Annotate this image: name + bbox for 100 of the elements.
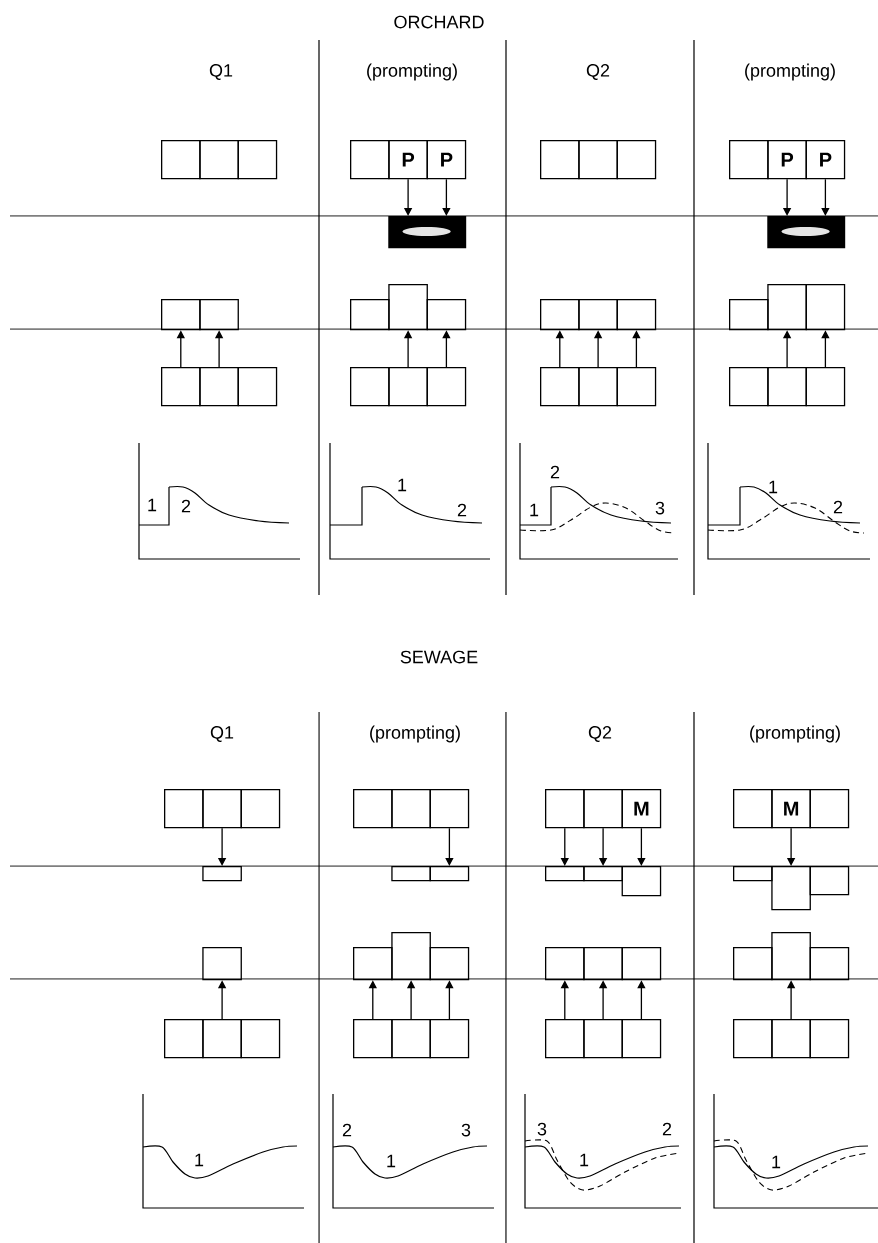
square-box (621, 947, 662, 981)
square-box (237, 367, 278, 407)
flat-box (545, 866, 585, 882)
square-box (429, 789, 470, 829)
square-box (583, 947, 623, 981)
square-box (350, 367, 390, 407)
square-box (733, 789, 773, 829)
filled-box (767, 216, 846, 249)
curve-number: 3 (655, 501, 665, 515)
square-box (161, 367, 201, 407)
square-box (161, 299, 201, 331)
flat-box (429, 866, 470, 882)
square-box (391, 932, 431, 981)
square-box (353, 789, 393, 829)
flat-box (202, 866, 242, 882)
curve-number: 1 (530, 503, 539, 517)
square-box (729, 367, 769, 407)
square-box (429, 947, 470, 981)
arrow (442, 178, 451, 216)
curve-number: 2 (342, 1123, 352, 1137)
square-box (578, 140, 618, 180)
square-box (621, 866, 662, 897)
square-box (545, 947, 585, 981)
square-box (805, 367, 846, 407)
square-box (809, 866, 850, 896)
flat-box (391, 866, 431, 882)
square-box (583, 1019, 623, 1059)
square-box (809, 947, 850, 981)
square-box (353, 1019, 393, 1059)
arrow (821, 178, 830, 216)
square-box (767, 367, 807, 407)
square-box (771, 932, 811, 981)
square-box (767, 284, 807, 331)
square-box (388, 284, 428, 331)
square-box (771, 1019, 811, 1059)
curve-number: 3 (537, 1122, 547, 1136)
curve-number: 3 (461, 1123, 471, 1137)
column-heading: Q1 (209, 64, 233, 80)
square-box: P (426, 140, 467, 180)
curve-number: 2 (181, 499, 191, 513)
square-box (199, 140, 239, 180)
square-box (350, 140, 390, 180)
section-title: SEWAGE (400, 650, 478, 664)
curve-number: 1 (148, 498, 157, 512)
arrow (637, 827, 646, 866)
curve-number: 1 (398, 478, 407, 492)
square-box (616, 140, 657, 180)
column-heading: (prompting) (370, 725, 460, 743)
curve-number: 2 (457, 503, 467, 517)
square-box: P (388, 140, 428, 180)
square-box (353, 947, 393, 981)
column-heading: Q2 (588, 726, 612, 742)
square-box (237, 140, 278, 180)
column-heading: (prompting) (745, 63, 835, 81)
square-box (616, 367, 657, 407)
curve-number: 1 (387, 1154, 396, 1168)
square-box (540, 299, 580, 331)
square-box (578, 299, 618, 331)
square-box (164, 1019, 204, 1059)
square-box (429, 1019, 470, 1059)
filled-box (388, 216, 467, 249)
curve-number: 1 (580, 1153, 589, 1167)
flat-box (583, 866, 623, 882)
curve-number: 1 (772, 1155, 781, 1169)
square-box (202, 1019, 242, 1059)
curve-number: 2 (550, 465, 560, 479)
square-box (733, 1019, 773, 1059)
square-box: P (767, 140, 807, 180)
column-heading: Q2 (586, 64, 610, 80)
curve-number: 2 (662, 1122, 672, 1136)
square-box (733, 947, 773, 981)
square-box (809, 1019, 850, 1059)
square-box (616, 299, 657, 331)
square-box (164, 789, 204, 829)
square-box (199, 367, 239, 407)
square-box (426, 367, 467, 407)
square-box (545, 789, 585, 829)
square-box: P (805, 140, 846, 180)
square-box (805, 284, 846, 331)
square-box: M (771, 789, 811, 829)
square-box (202, 947, 242, 981)
square-box (583, 789, 623, 829)
column-heading: (prompting) (367, 63, 457, 81)
square-box (729, 299, 769, 331)
square-box (540, 140, 580, 180)
square-box (199, 299, 239, 331)
square-box: M (621, 789, 662, 829)
square-box (578, 367, 618, 407)
square-box (545, 1019, 585, 1059)
curve-number: 1 (195, 1153, 204, 1167)
square-box (729, 140, 769, 180)
square-box (240, 1019, 281, 1059)
square-box (350, 299, 390, 331)
square-box (240, 789, 281, 829)
square-box (391, 789, 431, 829)
square-box (771, 866, 811, 911)
square-box (391, 1019, 431, 1059)
curve-number: 1 (769, 480, 778, 494)
square-box (202, 789, 242, 829)
curve-number: 2 (833, 500, 843, 514)
